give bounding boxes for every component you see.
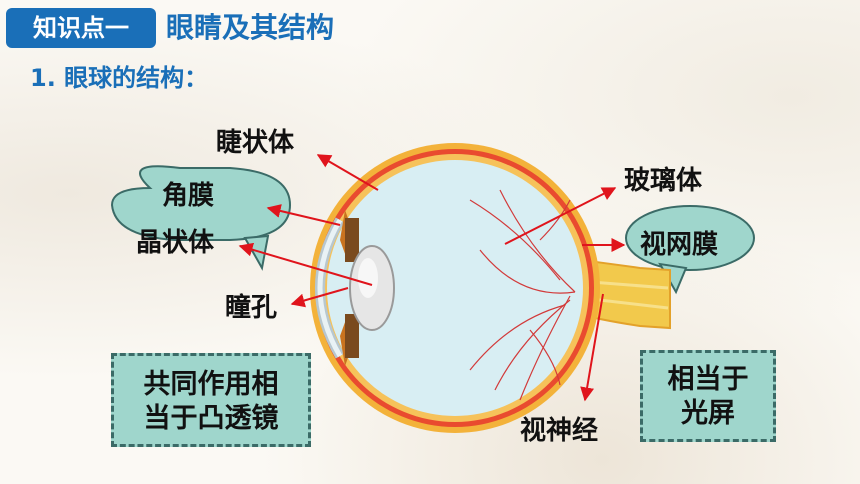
label-lens: 晶状体 [136,228,215,258]
label-vitreous: 玻璃体 [624,166,703,196]
lens-note-line-2: 当于凸透镜 [143,403,279,434]
label-ciliary-body: 睫状体 [216,128,295,158]
pointer-arrows [238,154,626,402]
label-cornea: 角膜 [162,181,215,211]
section-subtitle: 1. 眼球的结构： [30,64,209,92]
retina-function-note: 相当于 光屏 [640,350,776,442]
label-retina: 视网膜 [640,230,719,260]
iris-ciliary [340,210,359,366]
retinal-vessels [469,189,576,401]
page-title: 眼睛及其结构 [166,11,335,44]
cornea-shape [315,217,345,359]
lens-note-line-1: 共同作用相 [143,369,279,400]
retina-note-line-1: 相当于 [667,364,749,395]
retina-bubble [625,205,755,295]
retina-note-line-2: 光屏 [681,398,735,429]
label-optic-nerve: 视神经 [520,416,599,446]
lens-shape [349,245,395,331]
label-pupil: 瞳孔 [225,293,278,323]
section-tag: 知识点一 [6,8,156,48]
eyeball [310,143,600,433]
lens-function-note: 共同作用相 当于凸透镜 [111,353,311,447]
